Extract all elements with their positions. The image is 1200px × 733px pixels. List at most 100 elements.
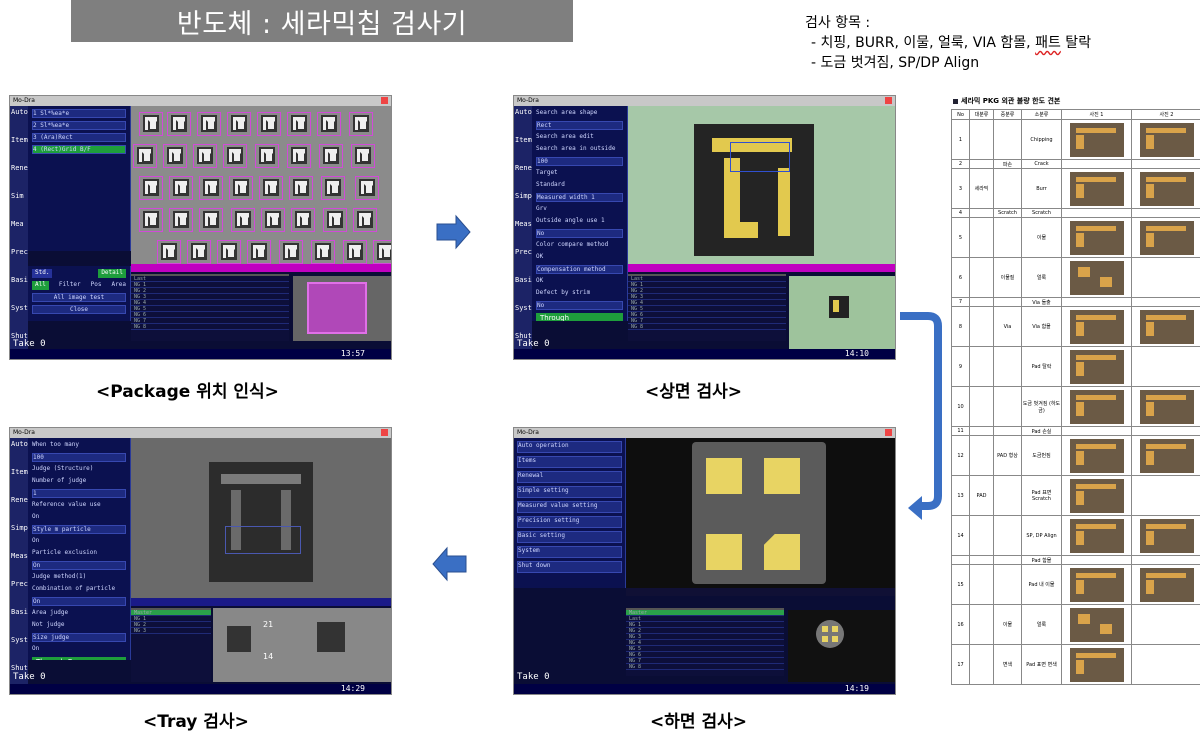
side-tab-4[interactable]: Mea [11, 220, 24, 228]
result-row[interactable]: NG 1 [131, 282, 289, 288]
pkg-row-1[interactable]: 1 Sl*%ea*e [32, 109, 126, 118]
tray-setting-row[interactable]: Not judge [32, 621, 65, 628]
side-tab-0[interactable]: Auto [11, 440, 28, 448]
top-setting-row[interactable]: OK [536, 277, 544, 284]
tray-setting-row[interactable]: Particle exclusion [32, 549, 98, 556]
result-row[interactable]: NG 8 [626, 664, 784, 670]
top-setting-row[interactable]: OK [536, 253, 544, 260]
side-tab-8[interactable]: Shut [11, 664, 28, 672]
result-row[interactable]: NG 4 [628, 300, 786, 306]
result-row[interactable]: NG 6 [131, 312, 289, 318]
result-row[interactable]: NG 4 [626, 640, 784, 646]
result-row[interactable]: NG 5 [626, 646, 784, 652]
tray-setting-row[interactable]: On [32, 537, 40, 544]
result-row[interactable]: Last [131, 276, 289, 282]
top-setting-row[interactable]: Search area in outside [536, 145, 616, 152]
bottom-menu-item[interactable]: Precision setting [517, 516, 622, 528]
side-tab-7[interactable]: Syst [11, 304, 28, 312]
top-setting-row[interactable]: Search area shape [536, 109, 598, 116]
tray-setting-row[interactable]: On [32, 513, 40, 520]
side-tab-1[interactable]: Item [11, 136, 28, 144]
pos-button[interactable]: Pos [90, 281, 102, 288]
side-tab-3[interactable]: Simp [515, 192, 532, 200]
side-tab-6[interactable]: Basi [515, 276, 532, 284]
close-icon[interactable] [381, 429, 388, 436]
tray-setting-row[interactable]: Combination of particle [32, 585, 116, 592]
side-tab-8[interactable]: Shut [515, 332, 532, 340]
result-row[interactable]: NG 1 [628, 282, 786, 288]
filter-button[interactable]: Filter [58, 281, 81, 288]
top-setting-row[interactable]: Search area edit [536, 133, 594, 140]
top-setting-row[interactable]: Defect by strim [536, 289, 591, 296]
result-row[interactable]: NG 3 [131, 294, 289, 300]
top-setting-row[interactable]: Target [536, 169, 558, 176]
side-tab-3[interactable]: Simp [11, 524, 28, 532]
result-row[interactable]: NG 6 [626, 652, 784, 658]
top-setting-row[interactable]: Color compare method [536, 241, 609, 248]
top-setting-row[interactable]: Outside angle use 1 [536, 217, 605, 224]
top-setting-row[interactable]: Measured width 1 [536, 193, 623, 202]
tray-setting-row[interactable]: 100 [32, 453, 126, 462]
tray-setting-row[interactable]: Judge (Structure) [32, 465, 94, 472]
bottom-menu-item[interactable]: Auto operation [517, 441, 622, 453]
side-tab-8[interactable]: Shut [11, 332, 28, 340]
close-icon[interactable] [885, 429, 892, 436]
top-setting-row[interactable]: No [536, 229, 623, 238]
tray-setting-row[interactable]: Reference value use [32, 501, 101, 508]
bottom-menu-item[interactable]: Measured value setting [517, 501, 622, 513]
pkg-row-3[interactable]: 3 (Ara)Rect [32, 133, 126, 142]
bottom-menu-item[interactable]: Basic setting [517, 531, 622, 543]
side-tab-0[interactable]: Auto [515, 108, 532, 116]
result-row[interactable]: Last [626, 616, 784, 622]
side-tab-5[interactable]: Prec [515, 248, 532, 256]
side-tab-4[interactable]: Meas [11, 552, 28, 560]
result-row[interactable]: NG 1 [626, 622, 784, 628]
side-tab-4[interactable]: Meas [515, 220, 532, 228]
side-tab-2[interactable]: Rene [515, 164, 532, 172]
top-setting-row[interactable]: Grv [536, 205, 547, 212]
side-tab-2[interactable]: Rene [11, 496, 28, 504]
result-row[interactable]: NG 5 [131, 306, 289, 312]
result-row[interactable]: NG 1 [131, 616, 211, 622]
side-tab-1[interactable]: Item [515, 136, 532, 144]
top-setting-row[interactable]: 100 [536, 157, 623, 166]
tray-setting-row[interactable]: Style m particle [32, 525, 126, 534]
all-image-test-button[interactable]: All image test [32, 293, 126, 302]
side-tab-3[interactable]: Sim [11, 192, 24, 200]
tray-setting-row[interactable]: 1 [32, 489, 126, 498]
close-icon[interactable] [885, 97, 892, 104]
top-setting-row[interactable]: Standard [536, 181, 565, 188]
side-tab-2[interactable]: Rene [11, 164, 28, 172]
side-tab-6[interactable]: Basi [11, 608, 28, 616]
result-row[interactable]: NG 8 [131, 324, 289, 330]
master-row[interactable]: Master [131, 610, 211, 616]
result-row[interactable]: NG 2 [628, 288, 786, 294]
std-button[interactable]: Std. [32, 269, 53, 278]
top-setting-row[interactable]: Compensation method [536, 265, 623, 274]
area-button[interactable]: Area [111, 281, 126, 288]
result-row[interactable]: NG 4 [131, 300, 289, 306]
side-tab-5[interactable]: Prec [11, 248, 28, 256]
close-button[interactable]: Close [32, 305, 126, 314]
bottom-menu-item[interactable]: Simple setting [517, 486, 622, 498]
tray-setting-row[interactable]: When too many [32, 441, 79, 448]
tray-setting-row[interactable]: Area judge [32, 609, 69, 616]
side-tab-5[interactable]: Prec [11, 580, 28, 588]
tray-setting-row[interactable]: On [32, 597, 126, 606]
tray-setting-row[interactable]: Number of judge [32, 477, 87, 484]
through-button[interactable]: Through Cover [32, 657, 126, 660]
tray-setting-row[interactable]: On [32, 561, 126, 570]
top-setting-row[interactable]: No [536, 301, 623, 310]
result-row[interactable]: NG 2 [626, 628, 784, 634]
tray-setting-row[interactable]: Size judge [32, 633, 126, 642]
bottom-menu-item[interactable]: Renewal [517, 471, 622, 483]
result-row[interactable]: Last [628, 276, 786, 282]
close-icon[interactable] [381, 97, 388, 104]
side-tab-7[interactable]: Syst [11, 636, 28, 644]
side-tab-7[interactable]: Syst [515, 304, 532, 312]
bottom-menu-item[interactable]: System [517, 546, 622, 558]
result-row[interactable]: NG 3 [626, 634, 784, 640]
detail-button[interactable]: Detail [98, 269, 126, 278]
result-row[interactable]: NG 2 [131, 622, 211, 628]
side-tab-0[interactable]: Auto [11, 108, 28, 116]
